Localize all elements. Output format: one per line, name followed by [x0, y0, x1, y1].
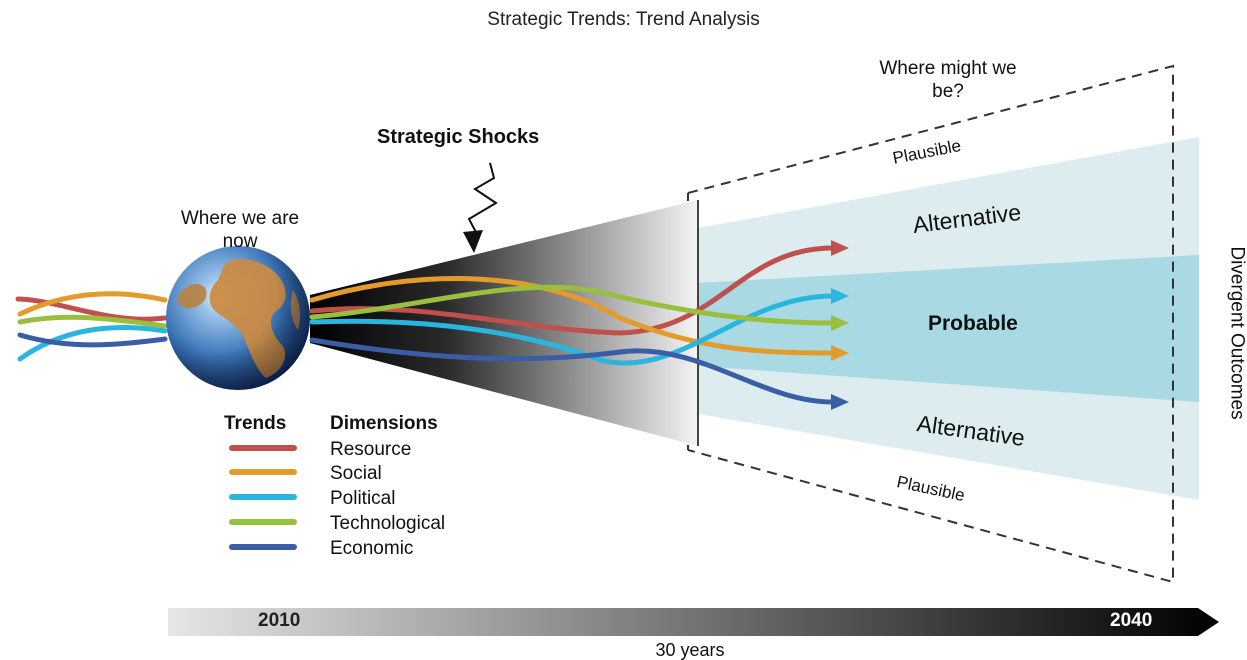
trend-line-political [309, 293, 836, 366]
incoming-trend-strands [15, 291, 168, 362]
arrowhead-economic [831, 394, 849, 410]
timeline-end-year: 2040 [1110, 610, 1153, 631]
legend-trends-header: Trends [224, 413, 287, 434]
timeline-bar [168, 608, 1219, 636]
future-label: Where might we be? [879, 58, 1017, 102]
legend-item-political: Political [330, 488, 396, 509]
legend-swatches [229, 445, 297, 550]
trend-arrowheads [831, 240, 849, 410]
legend-item-technological: Technological [330, 513, 446, 534]
present-label: Where we are now [180, 208, 300, 252]
arrowhead-technological [831, 315, 849, 331]
arrowhead-political [831, 288, 849, 304]
probable-outcome-band [698, 255, 1199, 402]
arrowhead-resource [831, 240, 849, 256]
diagram-title: Strategic Trends: Trend Analysis [487, 9, 760, 30]
legend-item-resource: Resource [330, 439, 412, 460]
strategic-shocks-label: Strategic Shocks [377, 126, 540, 148]
timeline-span-label: 30 years [655, 640, 725, 660]
legend-item-economic: Economic [330, 538, 414, 559]
divergent-outcomes-label: Divergent Outcomes [1226, 246, 1247, 420]
trend-line-economic [309, 337, 836, 405]
lightning-arrow-icon [463, 162, 498, 253]
trend-line-resource [309, 245, 836, 336]
trend-line-social [309, 276, 836, 356]
trend-line-technological [309, 284, 836, 326]
timeline-start-year: 2010 [258, 610, 301, 631]
legend-item-social: Social [330, 463, 382, 484]
globe-icon [166, 246, 310, 390]
arrowhead-social [831, 345, 849, 361]
probable-label: Probable [928, 312, 1018, 335]
legend-dimensions-header: Dimensions [330, 413, 438, 434]
trend-lines [309, 245, 836, 405]
